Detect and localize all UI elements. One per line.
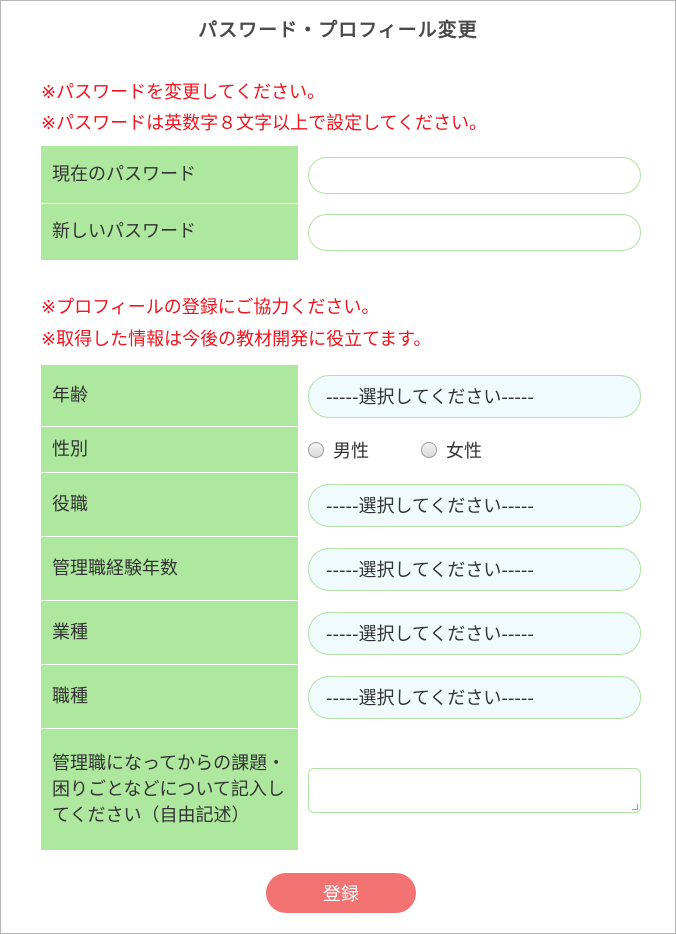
- job-type-cell: -----選択してください-----: [298, 665, 641, 729]
- radio-female[interactable]: [421, 442, 437, 458]
- position-row: 役職 -----選択してください-----: [41, 473, 641, 537]
- gender-option-female[interactable]: 女性: [421, 437, 482, 463]
- gender-radio-group: 男性 女性: [308, 437, 534, 463]
- industry-label: 業種: [41, 601, 298, 665]
- age-cell: -----選択してください-----: [298, 365, 641, 427]
- gender-row: 性別 男性 女性: [41, 427, 641, 473]
- job-type-row: 職種 -----選択してください-----: [41, 665, 641, 729]
- age-label: 年齢: [41, 365, 298, 427]
- position-cell: -----選択してください-----: [298, 473, 641, 537]
- industry-row: 業種 -----選択してください-----: [41, 601, 641, 665]
- new-password-input[interactable]: [308, 214, 641, 251]
- mgmt-years-select[interactable]: -----選択してください-----: [308, 547, 641, 591]
- position-select[interactable]: -----選択してください-----: [308, 483, 641, 527]
- issues-cell: [298, 729, 641, 851]
- password-notice-2: ※パスワードは英数字８文字以上で設定してください。: [41, 113, 487, 134]
- current-password-label: 現在のパスワード: [41, 146, 298, 204]
- new-password-row: 新しいパスワード: [41, 204, 641, 261]
- radio-female-label: 女性: [446, 441, 482, 462]
- radio-male-label: 男性: [333, 441, 369, 462]
- current-password-input[interactable]: [308, 156, 641, 194]
- profile-table: 年齢 -----選択してください----- 性別 男性 女性: [41, 365, 641, 851]
- profile-notice-2: ※取得した情報は今後の教材開発に役立てます。: [41, 329, 432, 350]
- radio-male[interactable]: [308, 442, 324, 458]
- gender-option-male[interactable]: 男性: [308, 437, 369, 463]
- gender-cell: 男性 女性: [298, 427, 641, 473]
- register-button[interactable]: 登録: [266, 873, 416, 913]
- industry-select[interactable]: -----選択してください-----: [308, 611, 641, 655]
- password-notice-1: ※パスワードを変更してください。: [41, 82, 326, 103]
- issues-row: 管理職になってからの課題・困りごとなどについて記入してください（自由記述）: [41, 729, 641, 851]
- gender-label: 性別: [41, 427, 298, 473]
- profile-notice-1: ※プロフィールの登録にご協力ください。: [41, 297, 380, 318]
- new-password-label: 新しいパスワード: [41, 204, 298, 261]
- mgmt-years-row: 管理職経験年数 -----選択してください-----: [41, 537, 641, 601]
- current-password-row: 現在のパスワード: [41, 146, 641, 204]
- industry-cell: -----選択してください-----: [298, 601, 641, 665]
- new-password-cell: [298, 204, 641, 261]
- current-password-cell: [298, 146, 641, 204]
- job-type-select[interactable]: -----選択してください-----: [308, 675, 641, 719]
- position-label: 役職: [41, 473, 298, 537]
- issues-label: 管理職になってからの課題・困りごとなどについて記入してください（自由記述）: [41, 729, 298, 851]
- issues-textarea[interactable]: [308, 767, 641, 813]
- age-row: 年齢 -----選択してください-----: [41, 365, 641, 427]
- mgmt-years-cell: -----選択してください-----: [298, 537, 641, 601]
- mgmt-years-label: 管理職経験年数: [41, 537, 298, 601]
- page-title: パスワード・プロフィール変更: [198, 19, 478, 41]
- password-table: 現在のパスワード 新しいパスワード: [41, 146, 641, 261]
- age-select[interactable]: -----選択してください-----: [308, 374, 641, 418]
- resize-grip-icon[interactable]: [632, 803, 638, 810]
- job-type-label: 職種: [41, 665, 298, 729]
